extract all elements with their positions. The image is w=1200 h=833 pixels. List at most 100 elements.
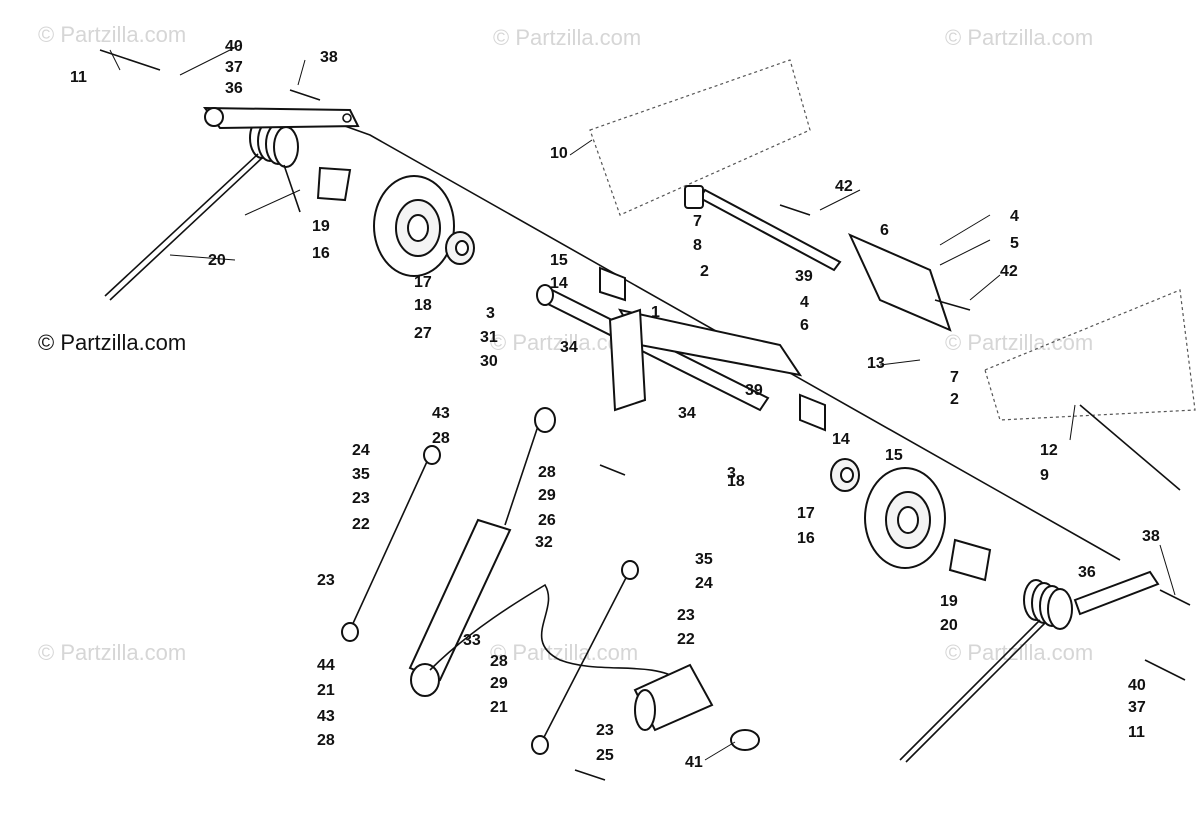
callout-1: 1 xyxy=(651,304,660,321)
callout-3: 3 xyxy=(727,465,736,482)
callout-5: 5 xyxy=(1010,235,1019,252)
callout-32: 32 xyxy=(535,534,553,551)
callout-3: 3 xyxy=(486,305,495,322)
left-spacer-tube xyxy=(316,166,352,202)
callout-35: 35 xyxy=(352,466,370,483)
callout-21: 21 xyxy=(490,699,508,716)
watermark: © Partzilla.com xyxy=(38,640,187,665)
bolt xyxy=(934,299,971,311)
right-tie-rod xyxy=(531,560,639,755)
right-arm-plate xyxy=(1073,570,1160,616)
callout-12: 12 xyxy=(1040,442,1058,459)
bolt xyxy=(599,464,626,476)
upper-slide-rail xyxy=(589,59,811,216)
callout-36: 36 xyxy=(1078,564,1096,581)
left-idler-wheel xyxy=(373,175,455,277)
callout-23: 23 xyxy=(317,572,335,589)
callout-20: 20 xyxy=(940,617,958,634)
callout-20: 20 xyxy=(208,252,226,269)
callout-labels: 40 37 36 11 38 10 42 7 8 4 6 5 42 19 16 … xyxy=(70,38,1160,771)
bolt xyxy=(1159,589,1191,606)
cross-shaft xyxy=(698,188,842,272)
right-spacer-tube xyxy=(948,538,992,582)
callout-28: 28 xyxy=(432,430,450,447)
callout-18: 18 xyxy=(727,473,745,490)
callout-29: 29 xyxy=(538,487,556,504)
callout-27: 27 xyxy=(414,325,432,342)
callout-7: 7 xyxy=(693,213,702,230)
callout-37: 37 xyxy=(225,59,243,76)
callout-6: 6 xyxy=(880,222,889,239)
callout-15: 15 xyxy=(885,447,903,464)
callout-31: 31 xyxy=(480,329,498,346)
callout-37: 37 xyxy=(1128,699,1146,716)
callout-28: 28 xyxy=(317,732,335,749)
callout-36: 36 xyxy=(225,80,243,97)
watermark: © Partzilla.com xyxy=(945,330,1094,355)
right-torsion-spring xyxy=(899,579,1073,763)
callout-4: 4 xyxy=(1010,208,1019,225)
left-arm-plate xyxy=(202,106,360,130)
callout-8: 8 xyxy=(693,237,702,254)
copyright-credit: © Partzilla.com xyxy=(38,330,187,355)
shaft-bushing-upper xyxy=(684,185,704,209)
callout-23: 23 xyxy=(596,722,614,739)
callout-29: 29 xyxy=(490,675,508,692)
callout-24: 24 xyxy=(695,575,713,592)
callout-2: 2 xyxy=(950,391,959,408)
bolt xyxy=(99,49,161,71)
right-bearing xyxy=(830,458,860,492)
reservoir-hose xyxy=(429,583,681,681)
callout-38: 38 xyxy=(320,49,338,66)
callout-18: 18 xyxy=(414,297,432,314)
bolt xyxy=(289,89,321,101)
callout-42: 42 xyxy=(835,178,853,195)
callout-11: 11 xyxy=(70,69,87,86)
callout-24: 24 xyxy=(352,442,370,459)
watermark: © Partzilla.com xyxy=(493,25,642,50)
callout-40: 40 xyxy=(225,38,243,55)
callout-33: 33 xyxy=(463,632,481,649)
callout-34: 34 xyxy=(678,405,696,422)
callout-42: 42 xyxy=(1000,263,1018,280)
bumper-block-right xyxy=(799,393,826,432)
watermark: © Partzilla.com xyxy=(945,25,1094,50)
callout-9: 9 xyxy=(1040,467,1049,484)
callout-22: 22 xyxy=(677,631,695,648)
callout-38: 38 xyxy=(1142,528,1160,545)
callout-21: 21 xyxy=(317,682,335,699)
bolt xyxy=(779,204,811,216)
pivot-bracket xyxy=(847,233,952,332)
callout-2: 2 xyxy=(700,263,709,280)
callout-17: 17 xyxy=(414,274,432,291)
callout-19: 19 xyxy=(940,593,958,610)
callout-15: 15 xyxy=(550,252,568,269)
callout-39: 39 xyxy=(745,382,763,399)
callout-10: 10 xyxy=(550,145,568,162)
left-bearing xyxy=(445,231,475,265)
callout-35: 35 xyxy=(695,551,713,568)
callout-6: 6 xyxy=(800,317,809,334)
callout-22: 22 xyxy=(352,516,370,533)
callout-28: 28 xyxy=(538,464,556,481)
callout-23: 23 xyxy=(677,607,695,624)
callout-16: 16 xyxy=(797,530,815,547)
callout-17: 17 xyxy=(797,505,815,522)
callout-41: 41 xyxy=(685,754,703,771)
hose-clamp xyxy=(730,729,760,751)
callout-43: 43 xyxy=(317,708,335,725)
callout-26: 26 xyxy=(538,512,556,529)
callout-11: 11 xyxy=(1128,724,1145,741)
callout-19: 19 xyxy=(312,218,330,235)
callout-40: 40 xyxy=(1128,677,1146,694)
watermark: © Partzilla.com xyxy=(38,22,187,47)
callout-25: 25 xyxy=(596,747,614,764)
bolt xyxy=(1144,659,1186,681)
leader-lines xyxy=(109,44,1176,761)
callout-16: 16 xyxy=(312,245,330,262)
callout-44: 44 xyxy=(317,657,335,674)
callout-28: 28 xyxy=(490,653,508,670)
callout-14: 14 xyxy=(832,431,850,448)
right-idler-wheel xyxy=(864,467,946,569)
